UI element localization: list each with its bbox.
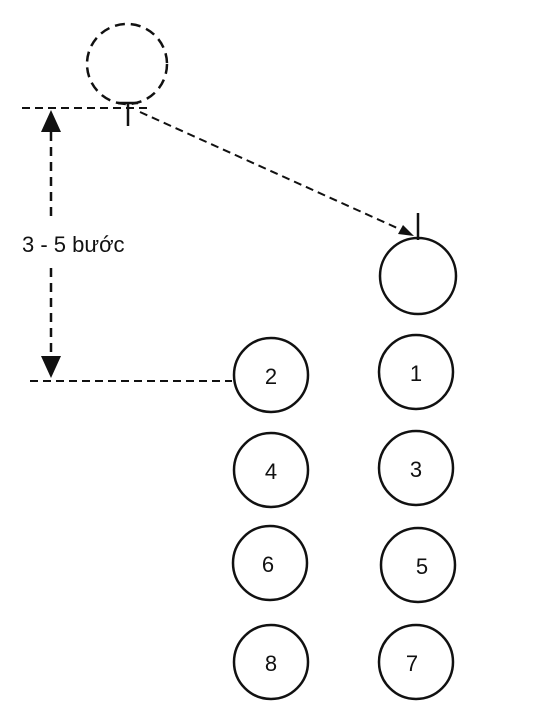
position-3: 3 xyxy=(377,429,455,507)
commander-circle xyxy=(378,236,458,316)
leader-position-dashed-circle xyxy=(85,22,169,106)
position-8-label: 8 xyxy=(265,651,277,676)
position-3-label: 3 xyxy=(410,457,422,482)
position-7: 7 xyxy=(377,623,455,701)
position-6: 6 xyxy=(231,524,309,602)
position-2-circle xyxy=(232,336,310,414)
dimension-arrowhead-down xyxy=(41,356,61,378)
movement-path-arrowhead xyxy=(398,225,414,236)
position-8-circle xyxy=(232,623,310,701)
position-4: 4 xyxy=(232,431,310,509)
position-5-label: 5 xyxy=(416,554,428,579)
position-1-label: 1 xyxy=(410,361,422,386)
dimension-arrowhead-up xyxy=(41,110,61,132)
position-6-label: 6 xyxy=(262,552,274,577)
position-5: 5 xyxy=(379,526,457,604)
position-4-label: 4 xyxy=(265,459,277,484)
distance-label: 3 - 5 bước xyxy=(22,232,125,257)
position-1: 1 xyxy=(377,333,455,411)
movement-path-dashed-line xyxy=(139,111,407,233)
position-7-label: 7 xyxy=(406,651,418,676)
position-2-label: 2 xyxy=(265,364,277,389)
position-7-circle xyxy=(377,623,455,701)
position-4-circle xyxy=(232,431,310,509)
position-3-circle xyxy=(377,429,455,507)
position-8: 8 xyxy=(232,623,310,701)
position-1-circle xyxy=(377,333,455,411)
position-5-circle xyxy=(379,526,457,604)
position-6-circle xyxy=(231,524,309,602)
position-2: 2 xyxy=(232,336,310,414)
